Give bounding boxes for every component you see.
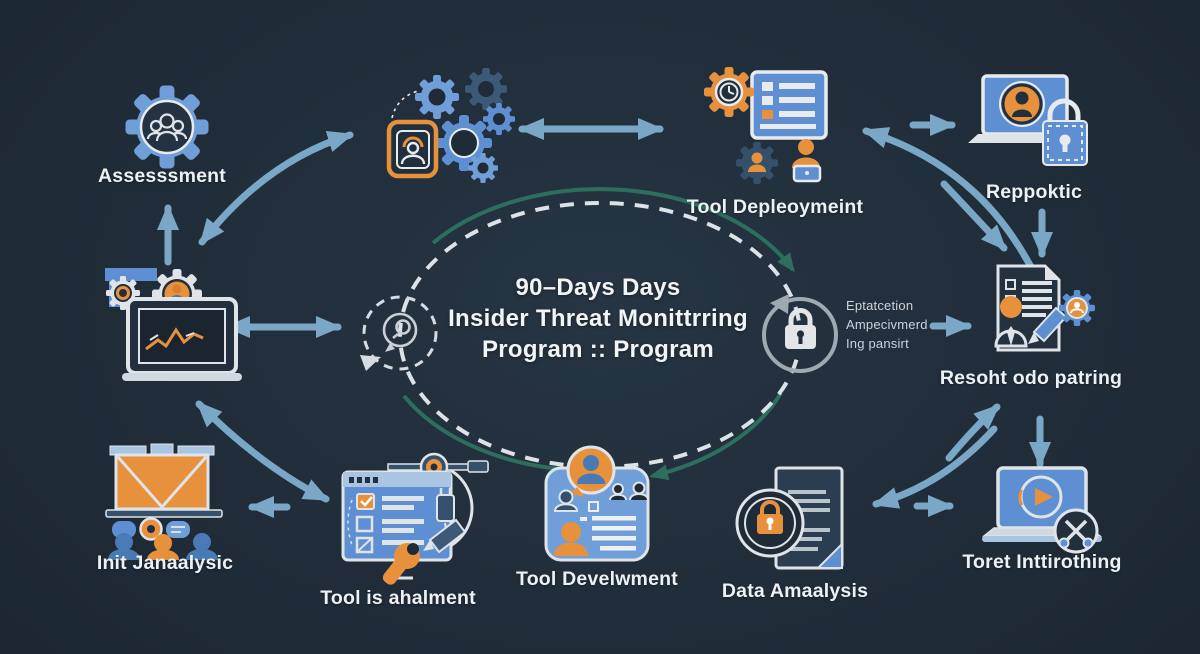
document-analyst-pen-gear-icon	[994, 264, 1095, 352]
arrow-assessment-gears-curve	[198, 130, 354, 246]
gear-people-icon	[125, 85, 209, 169]
laptop-user-lock-icon	[968, 74, 1088, 166]
title-line-3: Program :: Program	[481, 336, 715, 363]
program-title: 90–Days Days Insider Threat Monittrring …	[398, 272, 798, 365]
label-assessment: Assesssment	[98, 165, 226, 187]
arrow-resolution-data-curve	[872, 425, 998, 509]
side-note: Eptatcetion Ampecivmerd Ing pansirt	[846, 296, 966, 353]
label-init-analysis: Init Janaalysic	[96, 552, 234, 574]
cycle-teal-arc	[402, 187, 795, 481]
side-note-line-3: Ing pansirt	[846, 336, 909, 351]
side-note-line-2: Ampecivmerd	[846, 317, 928, 332]
label-data-analysis: Data Amaalysis	[721, 580, 869, 602]
arrow-reporting-resolution-diag	[940, 180, 1008, 252]
gears-cluster-icon	[386, 68, 515, 183]
title-line-2: Insider Threat Monittrring	[448, 305, 748, 332]
label-tool-deployment: Tool Depleoymeint	[686, 196, 864, 218]
side-note-line-1: Eptatcetion	[846, 298, 914, 313]
lock-cycle-icon	[762, 294, 838, 373]
checklist-gear-team-icon	[704, 67, 828, 184]
arrow-resolution-deployment-curve	[862, 127, 1047, 296]
label-reporting: Reppoktic	[985, 181, 1083, 203]
presentation-audience-icon	[105, 443, 223, 560]
arrow-monitoring-enablement-curve	[195, 400, 330, 503]
id-badge-icon	[386, 119, 439, 179]
label-threat-intro: Toret Inttirothing	[962, 551, 1122, 573]
laptop-play-icon	[981, 466, 1103, 554]
browser-checklist-tools-icon	[341, 452, 489, 585]
document-lock-badge-icon	[735, 466, 844, 570]
label-tool-enablement: Tool is ahalment	[320, 587, 476, 609]
id-card-people-icon	[544, 445, 650, 562]
chat-target-icon	[360, 295, 438, 371]
title-line-1: 90–Days Days	[515, 274, 681, 301]
label-tool-development: Tool Develwment	[516, 568, 678, 590]
laptop-chart-gears-icon	[105, 268, 242, 381]
arrow-layer	[157, 114, 1053, 518]
arrow-data-resolution-up	[945, 403, 1001, 462]
label-resolution: Resoht odo patring	[939, 367, 1123, 389]
